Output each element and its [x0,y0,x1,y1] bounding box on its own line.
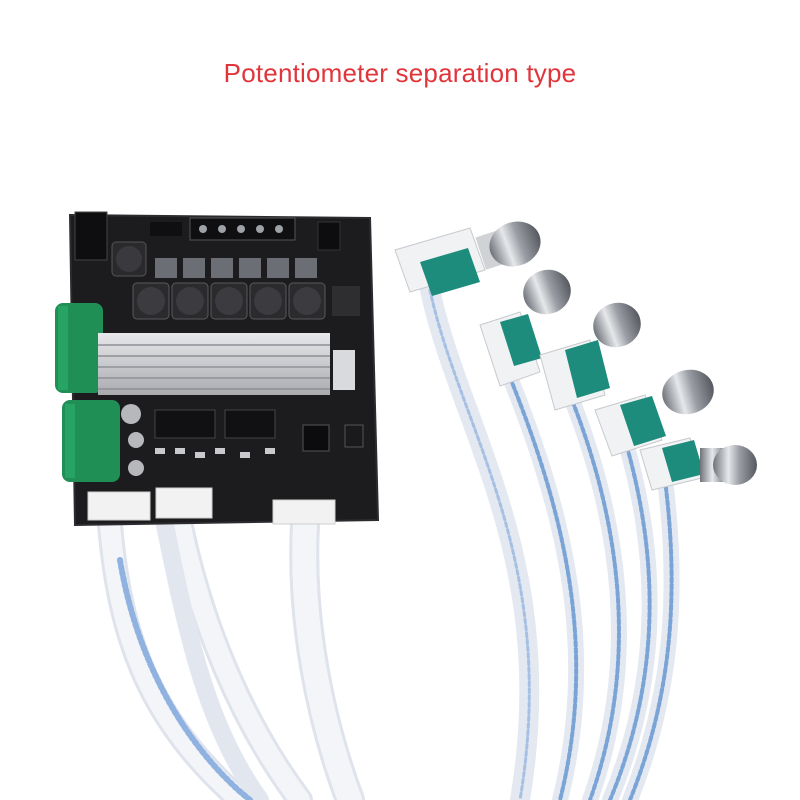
amplifier-board [55,211,380,527]
potentiometer-1 [394,221,541,296]
potentiometer-4 [594,369,714,457]
potentiometer-3 [539,302,641,411]
board-ribbon-cables [97,509,365,800]
caption-title: Potentiometer separation type [223,58,577,88]
potentiometer-5 [639,437,757,491]
potentiometer-2 [479,269,571,387]
pot-ribbon-cables [420,280,680,800]
